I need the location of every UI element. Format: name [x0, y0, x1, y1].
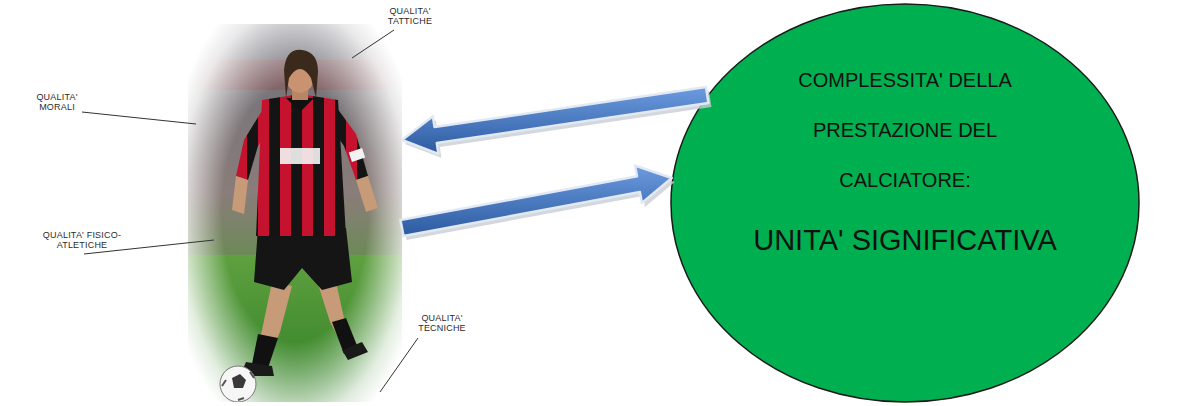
- ellipse-node: COMPLESSITA' DELLA PRESTAZIONE DEL CALCI…: [670, 3, 1140, 403]
- photo-node: QUALITA' TATTICHEQUALITA' MORALIQUALITA'…: [188, 20, 402, 404]
- block-arrow: [401, 166, 672, 236]
- photo-background: [188, 24, 402, 402]
- football-player: [220, 50, 378, 402]
- ellipse-outline: [670, 3, 1140, 403]
- photo-scene: [188, 24, 402, 402]
- leader-lines: [82, 30, 418, 392]
- ellipse-heading: COMPLESSITA' DELLA PRESTAZIONE DEL CALCI…: [798, 55, 1012, 205]
- leader-line: [380, 338, 418, 392]
- leader-line: [352, 30, 394, 58]
- quality-label: QUALITA' TECNICHE: [412, 313, 472, 333]
- ellipse-shape: [671, 4, 1139, 402]
- quality-label: QUALITA' TATTICHE: [380, 6, 440, 26]
- block-arrow: [402, 87, 708, 154]
- photo-vignette: [188, 24, 402, 402]
- leader-line: [82, 112, 196, 124]
- quality-label: QUALITA' MORALI: [27, 92, 87, 112]
- quality-label: QUALITA' FISICO-ATLETICHE: [37, 230, 127, 250]
- ellipse-title: UNITA' SIGNIFICATIVA: [670, 222, 1140, 258]
